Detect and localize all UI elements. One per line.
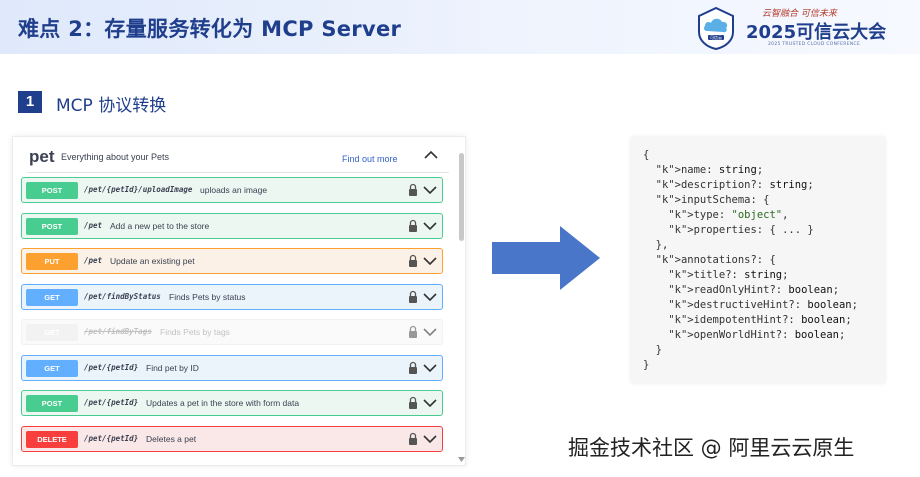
code-line: "k">title?: string; [668,269,789,281]
conference-subtitle: 2025 TRUSTED CLOUD CONFERENCE [768,42,861,47]
method-badge: GET [26,288,78,306]
mcp-tool-schema-code: { "k">name: string; "k">description?: st… [630,136,886,384]
lock-icon[interactable] [408,183,418,197]
method-badge: GET [26,359,78,377]
operation-path: /pet/{petId} [84,362,139,372]
lock-icon[interactable] [408,325,418,339]
operation-row[interactable]: GET/pet/{petId} Find pet by ID [21,354,443,381]
code-line: "k">openWorldHint?: boolean; [668,329,846,341]
conference-slogan: 云智融合 可信未来 [762,9,837,19]
chevron-down-icon[interactable] [423,363,437,373]
operation-summary: Finds Pets by tags [160,327,230,337]
tag-name: pet [29,147,55,166]
swagger-panel: pet Everything about your Pets Find out … [12,136,466,466]
code-line: "k">inputSchema: { [655,194,770,206]
operation-row[interactable]: DELETE/pet/{petId} Deletes a pet [21,425,443,452]
operation-summary: Finds Pets by status [169,291,246,302]
operation-path: /pet/{petId} [84,398,139,407]
operation-summary: Deletes a pet [146,433,197,444]
operation-path: /pet [84,256,103,265]
code-line: "k">idempotentHint?: boolean; [668,314,852,326]
scrollbar-thumb[interactable] [459,153,464,241]
operation-row[interactable]: POST/pet Add a new pet to the store [21,212,443,239]
code-line: } [643,359,650,371]
operation-row[interactable]: POST/pet/{petId}/uploadImage uploads an i… [21,177,443,203]
lock-icon[interactable] [408,219,418,233]
code-line: { [643,149,650,161]
operation-summary: Update an existing pet [110,256,195,266]
chevron-down-icon[interactable] [423,256,437,266]
slide-header: 难点 2：存量服务转化为 MCP Server 可信云 云智融合 可信未来 20… [0,0,920,54]
tag-description: Everything about your Pets [61,152,170,162]
method-badge: GET [26,324,78,341]
slide-title: 难点 2：存量服务转化为 MCP Server [18,17,402,41]
operation-row[interactable]: POST/pet/{petId} Updates a pet in the sto… [21,390,443,416]
code-line: "k">annotations?: { [655,254,776,266]
method-badge: POST [26,217,78,235]
scroll-down-icon[interactable] [458,457,465,463]
code-line: "k">description?: string; [655,179,814,191]
code-line: "k">readOnlyHint?: boolean; [668,284,840,296]
operation-summary: uploads an image [200,185,268,195]
tag-header[interactable]: pet Everything about your Pets Find out … [27,143,449,173]
chevron-down-icon[interactable] [423,327,437,337]
operation-summary: Find pet by ID [146,362,199,373]
chevron-down-icon[interactable] [423,221,437,231]
lock-icon[interactable] [408,396,418,410]
lock-icon[interactable] [408,290,418,304]
operation-row[interactable]: GET/pet/findByStatus Finds Pets by status [21,283,443,310]
method-badge: DELETE [26,430,78,448]
logo-text: 可信云 [710,34,722,40]
code-line: "k">name: string; [655,164,764,176]
operation-path: /pet/findByStatus [84,291,161,301]
operation-row[interactable]: PUT/pet Update an existing pet [21,248,443,274]
find-out-more-link[interactable]: Find out more [342,154,398,164]
chevron-down-icon[interactable] [423,398,437,408]
method-badge: POST [26,395,78,412]
lock-icon[interactable] [408,361,418,375]
operation-path: /pet/findByTags [84,327,152,336]
lock-icon[interactable] [408,254,418,268]
operation-path: /pet/{petId}/uploadImage [84,185,193,194]
code-block: { "k">name: string; "k">description?: st… [643,148,858,373]
chevron-down-icon[interactable] [423,292,437,302]
operation-summary: Add a new pet to the store [110,220,210,231]
conference-title: 2025可信云大会 [746,22,887,43]
chevron-up-icon[interactable] [423,149,439,161]
code-line: } [643,344,662,356]
lock-icon[interactable] [408,432,418,446]
code-line: "k">type: "object", [668,209,789,221]
right-arrow-icon [492,226,600,290]
trusted-cloud-logo-icon: 可信云 [698,6,734,50]
operation-path: /pet [84,220,103,230]
chevron-down-icon[interactable] [423,185,437,195]
operation-path: /pet/{petId} [84,433,139,443]
watermark: 掘金技术社区 @ 阿里云云原生 [568,436,855,460]
method-badge: PUT [26,253,78,270]
code-line: }, [643,239,669,251]
section-number: 1 [18,91,42,113]
operation-row[interactable]: GET/pet/findByTags Finds Pets by tags [21,319,443,345]
code-line: "k">properties: { ... } [668,224,814,236]
method-badge: POST [26,182,78,199]
code-line: "k">destructiveHint?: boolean; [668,299,858,311]
chevron-down-icon[interactable] [423,434,437,444]
section-title: MCP 协议转换 [56,96,167,116]
operation-summary: Updates a pet in the store with form dat… [146,398,300,408]
